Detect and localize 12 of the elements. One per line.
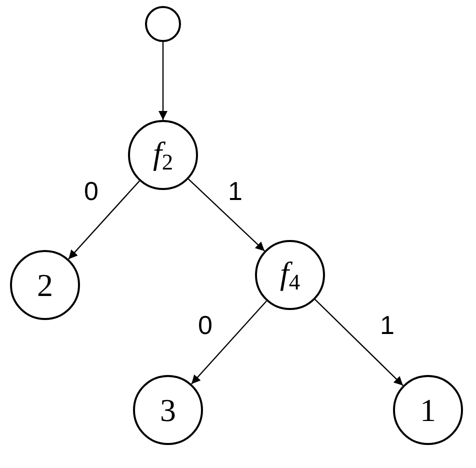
node-circle <box>145 6 181 42</box>
arrow <box>191 300 267 384</box>
node-circle <box>255 240 325 310</box>
arrow <box>158 42 168 120</box>
arrow <box>314 299 404 386</box>
arrow <box>68 180 140 260</box>
node-label: 1 <box>420 394 436 426</box>
node-label: 3 <box>160 394 176 426</box>
node-label: f$_{2}$ <box>152 136 174 174</box>
arrow <box>188 178 265 252</box>
node-label: 2 <box>37 269 53 301</box>
node-label: f$_{4}$ <box>280 256 300 294</box>
